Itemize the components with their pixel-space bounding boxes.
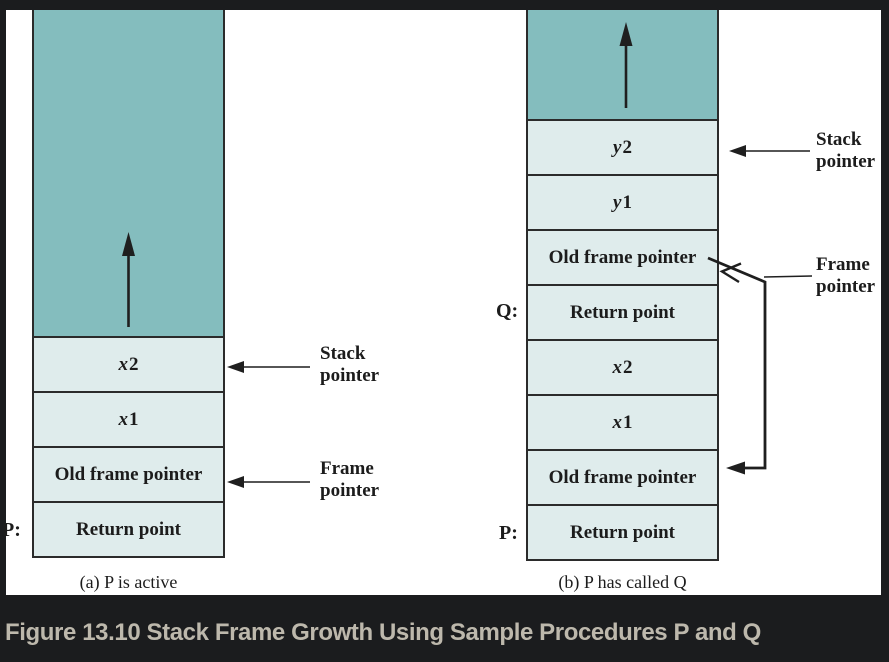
- cell-label-num: 1: [623, 411, 633, 433]
- cell-label-num: 1: [622, 191, 632, 213]
- cell-label: Old frame pointer: [548, 466, 697, 488]
- caption-b: (b) P has called Q: [558, 572, 687, 592]
- stack-pointer-label-line1: Stack: [816, 129, 862, 150]
- stack-b-free-region: [526, 10, 719, 121]
- cell-label-num: 1: [129, 408, 139, 430]
- stack-a-free-region: [32, 10, 225, 338]
- cell-label: Old frame pointer: [54, 463, 203, 485]
- stack-pointer-label-line2: pointer: [816, 151, 876, 172]
- proc-label-q-b: Q:: [496, 300, 519, 322]
- frame-pointer-label-a: Frame pointer: [320, 458, 379, 502]
- caption-a: (a) P is active: [79, 572, 178, 592]
- cell-label: y: [613, 136, 622, 158]
- cell-label: Return point: [569, 521, 676, 543]
- stack-a-cell-return-point: Return point: [32, 501, 225, 558]
- cell-label: x: [612, 411, 623, 433]
- stack-b-cell-old-frame-pointer-q: Old frame pointer: [526, 229, 719, 286]
- proc-label-p-a: P:: [2, 519, 21, 541]
- cell-label: x: [118, 408, 129, 430]
- cell-label: Return point: [569, 301, 676, 323]
- cell-label-num: 2: [129, 353, 139, 375]
- stack-pointer-label-line2: pointer: [320, 365, 380, 386]
- cell-label-num: 2: [622, 136, 632, 158]
- stack-pointer-label-b: Stack pointer: [816, 129, 875, 173]
- stack-b-cell-return-point-q: Return point: [526, 284, 719, 341]
- frame-pointer-label-b: Frame pointer: [816, 254, 875, 298]
- cell-label: x: [612, 356, 623, 378]
- cell-label-num: 2: [623, 356, 633, 378]
- proc-label-p-b: P:: [499, 522, 518, 544]
- cell-label: Return point: [75, 518, 182, 540]
- stack-pointer-label-line1: Stack: [320, 343, 366, 364]
- cell-label: Old frame pointer: [548, 246, 697, 268]
- frame-pointer-label-line2: pointer: [816, 276, 876, 297]
- stack-b-cell-old-frame-pointer-p: Old frame pointer: [526, 449, 719, 506]
- stack-a-cell-old-frame-pointer: Old frame pointer: [32, 446, 225, 503]
- stack-b-cell-return-point-p: Return point: [526, 504, 719, 561]
- frame-pointer-label-line1: Frame: [816, 254, 870, 275]
- frame-pointer-label-line2: pointer: [320, 480, 380, 501]
- stack-pointer-label-a: Stack pointer: [320, 343, 379, 387]
- frame-pointer-label-line1: Frame: [320, 458, 374, 479]
- cell-label: x: [118, 353, 129, 375]
- figure-caption: Figure 13.10 Stack Frame Growth Using Sa…: [5, 619, 761, 646]
- cell-label: y: [613, 191, 622, 213]
